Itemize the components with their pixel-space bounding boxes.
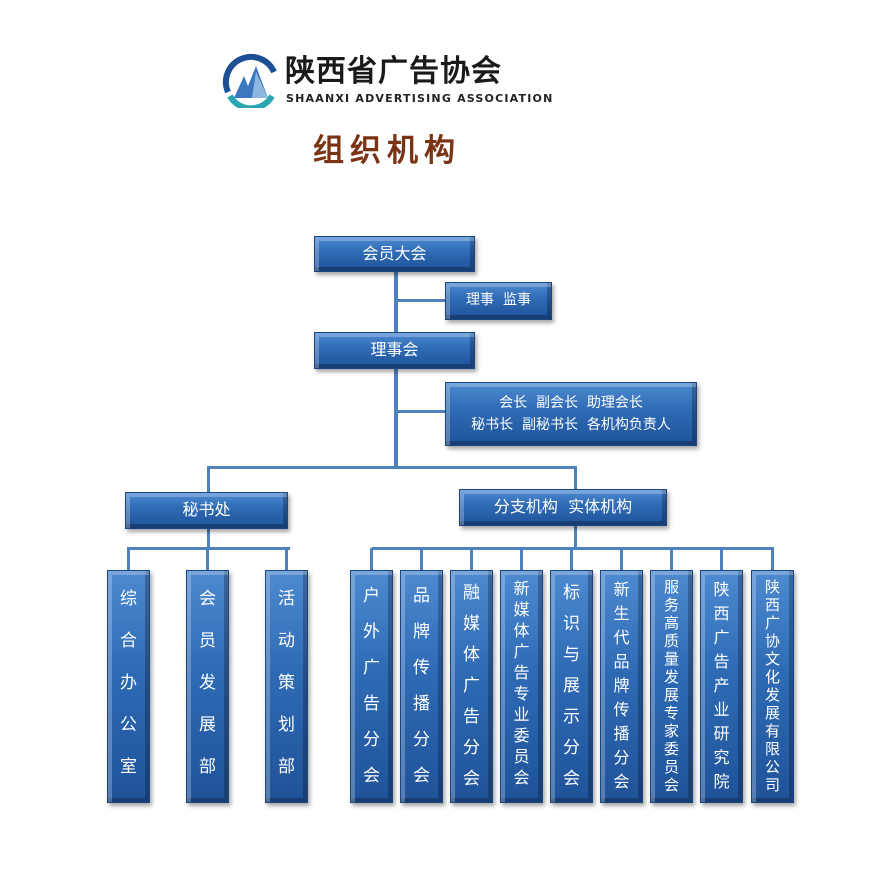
- branch-unit-box: 陕西广告产业研究院: [700, 570, 743, 803]
- connector: [372, 547, 774, 550]
- connector: [574, 526, 577, 548]
- logo-mountain-icon: [222, 53, 277, 108]
- branch-unit-box: 新生代品牌传播分会: [600, 570, 643, 803]
- connector: [670, 548, 673, 570]
- connector: [396, 299, 446, 302]
- connector: [570, 548, 573, 570]
- connector: [207, 529, 210, 549]
- connector: [396, 410, 446, 413]
- branch-unit-box: 融媒体广告分会: [450, 570, 493, 803]
- department-box: 活动策划部: [265, 570, 308, 803]
- branch-unit-box-label: 陕西广协文化发展有限公司: [765, 578, 781, 794]
- department-box-label: 会员发展部: [199, 589, 216, 777]
- department-box: 会员发展部: [186, 570, 229, 803]
- general-assembly-box: 会员大会: [314, 236, 475, 272]
- council-box: 理事会: [314, 332, 475, 369]
- branch-unit-box-label: 融媒体广告分会: [463, 583, 480, 789]
- department-box-label: 综合办公室: [120, 589, 137, 777]
- leaders-box: 会长 副会长 助理会长 秘书长 副秘书长 各机构负责人: [445, 382, 697, 446]
- connector: [420, 548, 423, 570]
- leaders-line-2: 秘书长 副秘书长 各机构负责人: [471, 417, 671, 433]
- branch-unit-box: 服务高质量发展专家委员会: [650, 570, 693, 803]
- branch-unit-box-label: 陕西广告产业研究院: [713, 580, 730, 791]
- branch-unit-box-label: 标识与展示分会: [563, 583, 580, 789]
- logo-name-cn: 陕西省广告协会: [285, 54, 502, 89]
- connector: [394, 272, 398, 469]
- connector: [207, 466, 577, 469]
- branch-unit-box: 户外广告分会: [350, 570, 393, 803]
- branch-unit-box-label: 服务高质量发展专家委员会: [664, 578, 680, 794]
- connector: [620, 548, 623, 570]
- connector: [127, 548, 130, 570]
- branch-unit-box: 标识与展示分会: [550, 570, 593, 803]
- branch-unit-box: 品牌传播分会: [400, 570, 443, 803]
- connector: [720, 548, 723, 570]
- page-title: 组织机构: [313, 133, 461, 169]
- branch-unit-box-label: 户外广告分会: [363, 586, 380, 786]
- department-box-label: 活动策划部: [278, 589, 295, 777]
- logo-name-en: SHAANXI ADVERTISING ASSOCIATION: [286, 92, 554, 105]
- connector: [206, 548, 209, 570]
- connector: [285, 548, 288, 570]
- secretariat-box: 秘书处: [125, 492, 288, 529]
- branch-unit-box-label: 品牌传播分会: [413, 586, 430, 786]
- branch-unit-box: 新媒体广告专业委员会: [500, 570, 543, 803]
- connector: [370, 548, 373, 570]
- connector: [207, 466, 210, 493]
- connector: [771, 548, 774, 570]
- branch-unit-box: 陕西广协文化发展有限公司: [751, 570, 794, 803]
- department-box: 综合办公室: [107, 570, 150, 803]
- branches-box: 分支机构 实体机构: [459, 489, 667, 526]
- branch-unit-box-label: 新生代品牌传播分会: [613, 580, 630, 791]
- connector: [520, 548, 523, 570]
- connector: [574, 466, 577, 490]
- directors-supervisors-box: 理事 监事: [445, 282, 552, 320]
- branch-unit-box-label: 新媒体广告专业委员会: [513, 579, 530, 787]
- leaders-line-1: 会长 副会长 助理会长: [499, 395, 643, 411]
- connector: [470, 548, 473, 570]
